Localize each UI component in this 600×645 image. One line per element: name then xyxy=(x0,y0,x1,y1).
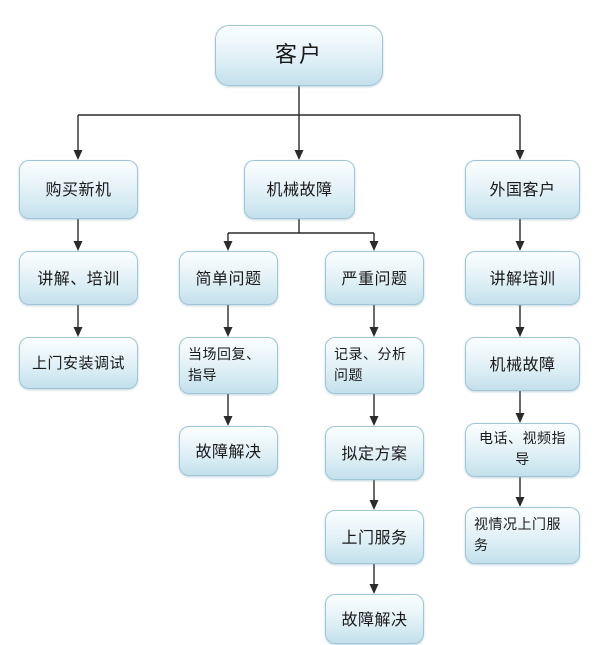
node-label: 讲解培训 xyxy=(489,268,556,288)
node-label: 严重问题 xyxy=(341,268,408,288)
node-severe-step2[interactable]: 拟定方案 xyxy=(325,426,424,480)
arrow-a-step1-to-step2 xyxy=(73,327,83,337)
node-label: 当场回复、指导 xyxy=(188,346,261,384)
node-label: 简单问题 xyxy=(195,268,262,288)
node-branch-c-head[interactable]: 外国客户 xyxy=(465,160,580,219)
arrow-severe-step2-to-step3 xyxy=(369,500,379,510)
arrow-root-to-branch-b xyxy=(294,150,304,160)
node-label: 机械故障 xyxy=(489,354,556,374)
arrow-severe-head-to-step1 xyxy=(369,327,379,337)
node-simple-step2[interactable]: 故障解决 xyxy=(179,426,278,476)
arrow-c-step3-to-step4 xyxy=(515,497,525,507)
node-branch-a-step1[interactable]: 讲解、培训 xyxy=(19,251,138,305)
arrow-severe-step1-to-step2 xyxy=(369,416,379,426)
node-severe-head[interactable]: 严重问题 xyxy=(325,251,424,305)
node-label: 客户 xyxy=(274,43,323,68)
node-label: 电话、视频指导 xyxy=(479,431,566,468)
arrow-a-head-to-step1 xyxy=(73,241,83,251)
node-label: 机械故障 xyxy=(266,180,333,199)
arrow-b-to-severe xyxy=(369,241,379,251)
node-label: 上门服务 xyxy=(341,527,408,547)
node-branch-c-step3[interactable]: 电话、视频指导 xyxy=(465,423,580,477)
arrow-root-to-branch-c xyxy=(515,150,525,160)
arrow-severe-step3-to-step4 xyxy=(369,584,379,594)
node-label: 外国客户 xyxy=(489,180,556,199)
arrow-c-step2-to-step3 xyxy=(515,413,525,423)
node-branch-c-step4[interactable]: 视情况上门服务 xyxy=(465,507,580,564)
node-label: 记录、分析问题 xyxy=(334,346,407,384)
arrow-simple-head-to-step1 xyxy=(223,327,233,337)
arrow-simple-step1-to-step2 xyxy=(223,416,233,426)
arrow-b-to-simple xyxy=(223,241,233,251)
node-branch-a-step2[interactable]: 上门安装调试 xyxy=(19,337,138,389)
node-label: 讲解、培训 xyxy=(37,268,120,288)
arrow-c-step1-to-step2 xyxy=(515,327,525,337)
node-branch-c-step2[interactable]: 机械故障 xyxy=(465,337,580,391)
node-simple-step1[interactable]: 当场回复、指导 xyxy=(179,337,278,394)
node-simple-head[interactable]: 简单问题 xyxy=(179,251,278,305)
node-severe-step4[interactable]: 故障解决 xyxy=(325,594,424,644)
node-branch-c-step1[interactable]: 讲解培训 xyxy=(465,251,580,305)
node-label: 故障解决 xyxy=(195,441,262,461)
arrow-root-to-branch-a xyxy=(73,150,83,160)
node-label: 拟定方案 xyxy=(341,443,408,463)
node-severe-step3[interactable]: 上门服务 xyxy=(325,510,424,564)
node-branch-a-head[interactable]: 购买新机 xyxy=(19,160,138,219)
node-label: 故障解决 xyxy=(341,609,408,629)
node-label: 上门安装调试 xyxy=(31,353,125,372)
node-label: 购买新机 xyxy=(45,180,112,199)
node-label: 视情况上门服务 xyxy=(474,516,561,554)
node-branch-b-head[interactable]: 机械故障 xyxy=(244,160,355,219)
arrow-c-head-to-step1 xyxy=(515,241,525,251)
node-severe-step1[interactable]: 记录、分析问题 xyxy=(325,337,424,394)
node-root-customer[interactable]: 客户 xyxy=(215,25,383,86)
